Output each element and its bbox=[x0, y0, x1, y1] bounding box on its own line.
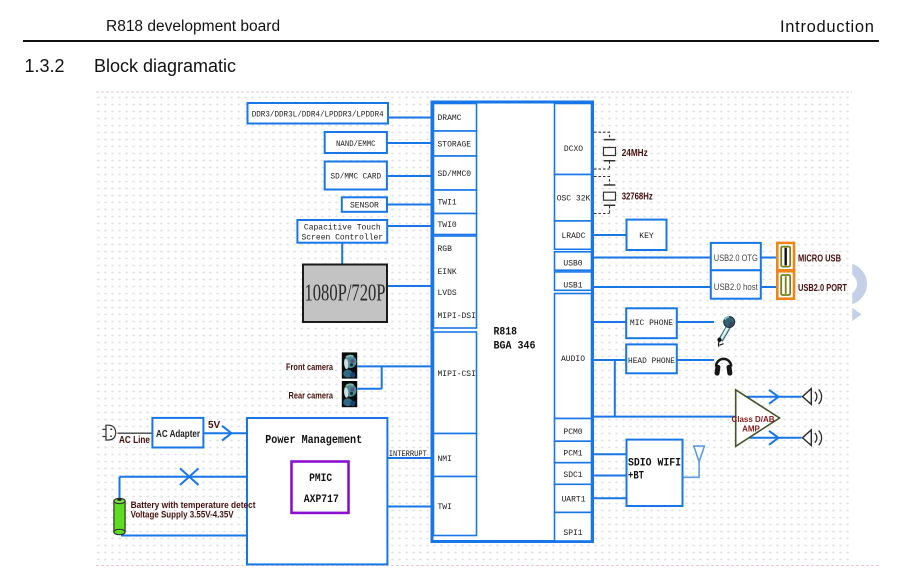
svg-text:USB1: USB1 bbox=[563, 282, 582, 291]
svg-text:RGB: RGB bbox=[438, 245, 453, 254]
svg-text:SD/MMC0: SD/MMC0 bbox=[438, 170, 472, 179]
svg-text:DDR3/DDR3L/DDR4/LPDDR3/LPDDR4: DDR3/DDR3L/DDR4/LPDDR3/LPDDR4 bbox=[252, 110, 384, 119]
svg-text:Class D/AB: Class D/AB bbox=[731, 415, 774, 424]
svg-text:LVDS: LVDS bbox=[438, 289, 457, 298]
svg-text:+BT: +BT bbox=[628, 471, 644, 483]
svg-text:MIPI-CSI: MIPI-CSI bbox=[438, 370, 476, 379]
svg-text:Front camera: Front camera bbox=[286, 362, 334, 373]
svg-text:INTERRUPT: INTERRUPT bbox=[389, 450, 427, 459]
svg-text:EINK: EINK bbox=[438, 268, 457, 277]
svg-text:Capacitive Touch: Capacitive Touch bbox=[304, 223, 381, 232]
svg-text:UART1: UART1 bbox=[561, 496, 585, 505]
svg-text:KEY: KEY bbox=[639, 232, 654, 241]
svg-text:USB2.0 host: USB2.0 host bbox=[714, 282, 758, 292]
svg-text:Screen Controller: Screen Controller bbox=[301, 233, 383, 242]
svg-text:1080P/720P: 1080P/720P bbox=[305, 281, 386, 307]
svg-text:TWI: TWI bbox=[438, 503, 452, 512]
svg-text:SDC1: SDC1 bbox=[563, 471, 582, 480]
svg-text:TWI1: TWI1 bbox=[438, 199, 457, 208]
svg-text:SPI1: SPI1 bbox=[563, 529, 582, 538]
svg-text:Battery with temperature detec: Battery with temperature detect bbox=[131, 500, 257, 511]
svg-text:MIPI-DSI: MIPI-DSI bbox=[438, 312, 476, 321]
svg-text:PMIC: PMIC bbox=[309, 473, 332, 485]
svg-text:USB0: USB0 bbox=[563, 260, 582, 269]
svg-text:AC Line: AC Line bbox=[119, 435, 150, 446]
svg-text:MICRO USB: MICRO USB bbox=[798, 252, 841, 264]
svg-text:LRADC: LRADC bbox=[561, 232, 585, 241]
svg-text:Power Management: Power Management bbox=[265, 434, 362, 447]
svg-text:NMI: NMI bbox=[438, 455, 452, 464]
svg-text:NAND/EMMC: NAND/EMMC bbox=[336, 140, 376, 149]
svg-text:PCM0: PCM0 bbox=[563, 428, 582, 437]
svg-text:PCM1: PCM1 bbox=[563, 450, 582, 459]
svg-text:MIC PHONE: MIC PHONE bbox=[630, 319, 673, 328]
svg-text:Voltage Supply 3.55V-4.35V: Voltage Supply 3.55V-4.35V bbox=[131, 510, 235, 521]
svg-text:AMP: AMP bbox=[742, 425, 760, 434]
svg-text:SDIO WIFI: SDIO WIFI bbox=[628, 458, 681, 470]
svg-text:32768Hz: 32768Hz bbox=[622, 190, 653, 202]
svg-text:OSC 32K: OSC 32K bbox=[557, 195, 591, 204]
svg-text:TWI0: TWI0 bbox=[438, 221, 457, 230]
svg-text:SENSOR: SENSOR bbox=[350, 202, 379, 211]
svg-text:R818: R818 bbox=[494, 327, 518, 339]
svg-text:USB2.0 PORT: USB2.0 PORT bbox=[798, 282, 847, 294]
svg-text:Rear camera: Rear camera bbox=[289, 391, 334, 402]
svg-text:AXP717: AXP717 bbox=[304, 494, 339, 506]
svg-text:STORAGE: STORAGE bbox=[438, 141, 472, 150]
svg-text:DCXO: DCXO bbox=[564, 145, 583, 154]
svg-text:SD/MMC CARD: SD/MMC CARD bbox=[331, 173, 382, 182]
svg-text:DRAMC: DRAMC bbox=[438, 114, 462, 123]
svg-text:USB2.0 OTG: USB2.0 OTG bbox=[714, 253, 758, 263]
svg-text:BGA 346: BGA 346 bbox=[494, 341, 536, 353]
svg-text:HEAD PHONE: HEAD PHONE bbox=[628, 357, 675, 366]
svg-text:AC Adapter: AC Adapter bbox=[156, 429, 200, 440]
svg-text:24MHz: 24MHz bbox=[622, 147, 648, 159]
svg-text:5V: 5V bbox=[208, 420, 221, 431]
svg-text:AUDIO: AUDIO bbox=[561, 355, 585, 364]
